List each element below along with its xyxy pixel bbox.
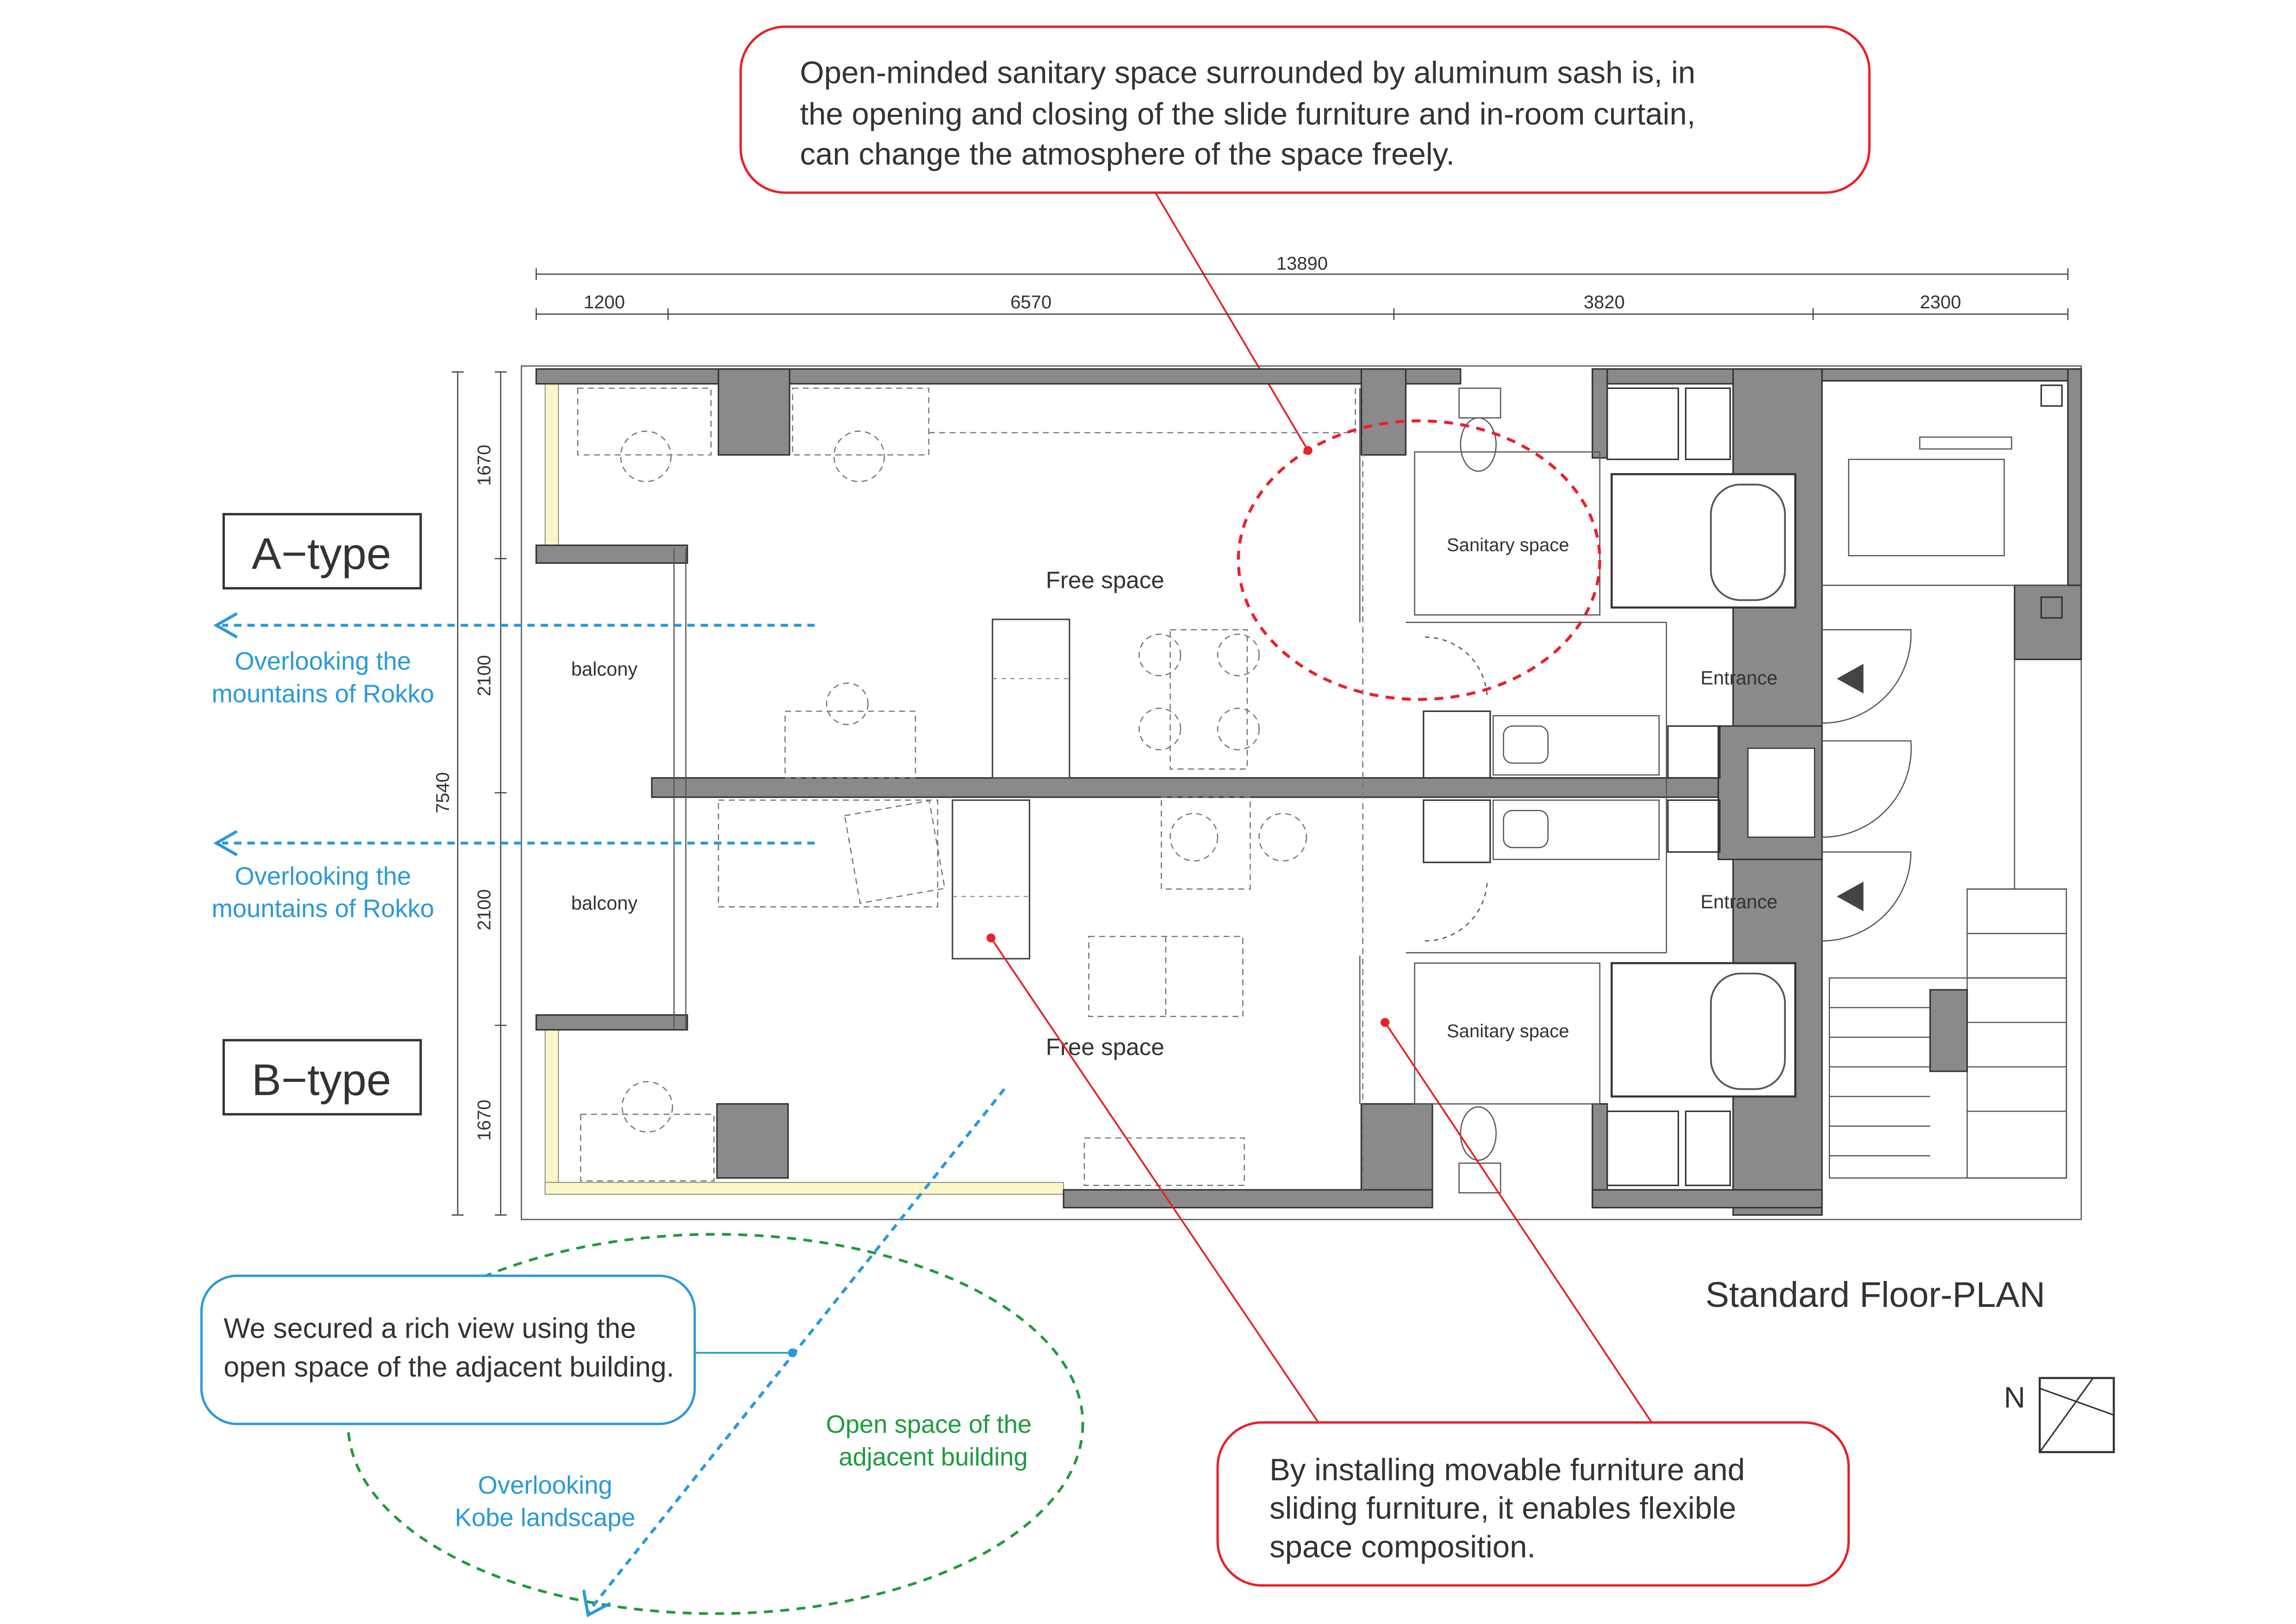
view-rokko-b-line-1: Overlooking the	[235, 862, 411, 890]
dim-left-1: 1670	[474, 445, 494, 486]
callout-furniture-line-2: sliding furniture, it enables flexible	[1269, 1491, 1736, 1526]
entrance-b-label: Entrance	[1700, 891, 1777, 912]
a-type-label: A−type	[252, 529, 392, 579]
callout-furniture-dot-1	[986, 933, 996, 943]
callout-view-dot	[788, 1348, 797, 1357]
callout-sanitary-leader	[1154, 192, 1309, 451]
callout-furniture-leader-2	[1384, 1022, 1653, 1423]
free-space-a-label: Free space	[1046, 567, 1164, 593]
balcony-a-label: balcony	[571, 658, 638, 680]
a-type-badge: A−type	[222, 513, 422, 590]
view-kobe-line-1: Overlooking	[478, 1471, 612, 1499]
b-type-badge: B−type	[222, 1039, 422, 1116]
callout-furniture-line-1: By installing movable furniture and	[1269, 1452, 1745, 1487]
balcony-b-label: balcony	[571, 892, 638, 914]
callout-sanitary: Open-minded sanitary space surrounded by…	[739, 25, 1871, 194]
entrance-a-label: Entrance	[1700, 667, 1777, 689]
callout-sanitary-line-2: the opening and closing of the slide fur…	[800, 97, 1695, 131]
callout-furniture-dot-2	[1381, 1018, 1390, 1027]
callout-view-line-1: We secured a rich view using the	[224, 1312, 636, 1344]
view-rokko-b-line-2: mountains of Rokko	[212, 894, 434, 923]
open-space-line-2: adjacent building	[839, 1443, 1027, 1471]
dim-segment-4: 2300	[1920, 292, 1961, 312]
north-arrow-icon: N	[2004, 1377, 2115, 1453]
view-arrow-rokko-b	[213, 830, 815, 856]
dim-left-3: 2100	[474, 889, 494, 931]
view-kobe-line-2: Kobe landscape	[455, 1504, 635, 1532]
sanitary-a-label: Sanitary space	[1447, 535, 1569, 556]
callout-sanitary-line-3: can change the atmosphere of the space f…	[800, 137, 1455, 171]
dimension-lines	[452, 268, 2069, 1216]
dim-left-total: 7540	[433, 772, 453, 813]
dim-left-4: 1670	[474, 1099, 494, 1141]
callout-sanitary-line-1: Open-minded sanitary space surrounded by…	[800, 55, 1695, 90]
plan-title: Standard Floor-PLAN	[1705, 1275, 2045, 1315]
callout-furniture-leader-1	[990, 937, 1319, 1423]
view-rokko-a-line-2: mountains of Rokko	[212, 680, 434, 708]
dim-segment-2: 6570	[1010, 292, 1052, 312]
dim-left-2: 2100	[474, 655, 494, 696]
plan-outline	[521, 365, 2082, 1220]
dim-segment-3: 3820	[1584, 292, 1625, 312]
dim-overall: 13890	[1276, 254, 1328, 274]
view-rokko-a-line-1: Overlooking the	[235, 647, 411, 675]
view-arrow-rokko-a	[213, 612, 815, 639]
callout-view: We secured a rich view using the open sp…	[200, 1274, 696, 1425]
sanitary-highlight-ellipse	[1237, 419, 1601, 701]
north-label: N	[2004, 1381, 2025, 1414]
callout-view-line-2: open space of the adjacent building.	[224, 1351, 674, 1382]
open-space-line-1: Open space of the	[826, 1410, 1032, 1438]
dim-segment-1: 1200	[584, 292, 625, 312]
b-type-label: B−type	[252, 1055, 392, 1105]
callout-furniture-line-3: space composition.	[1269, 1530, 1536, 1564]
callout-furniture: By installing movable furniture and slid…	[1216, 1421, 1850, 1587]
sanitary-b-label: Sanitary space	[1447, 1021, 1569, 1041]
